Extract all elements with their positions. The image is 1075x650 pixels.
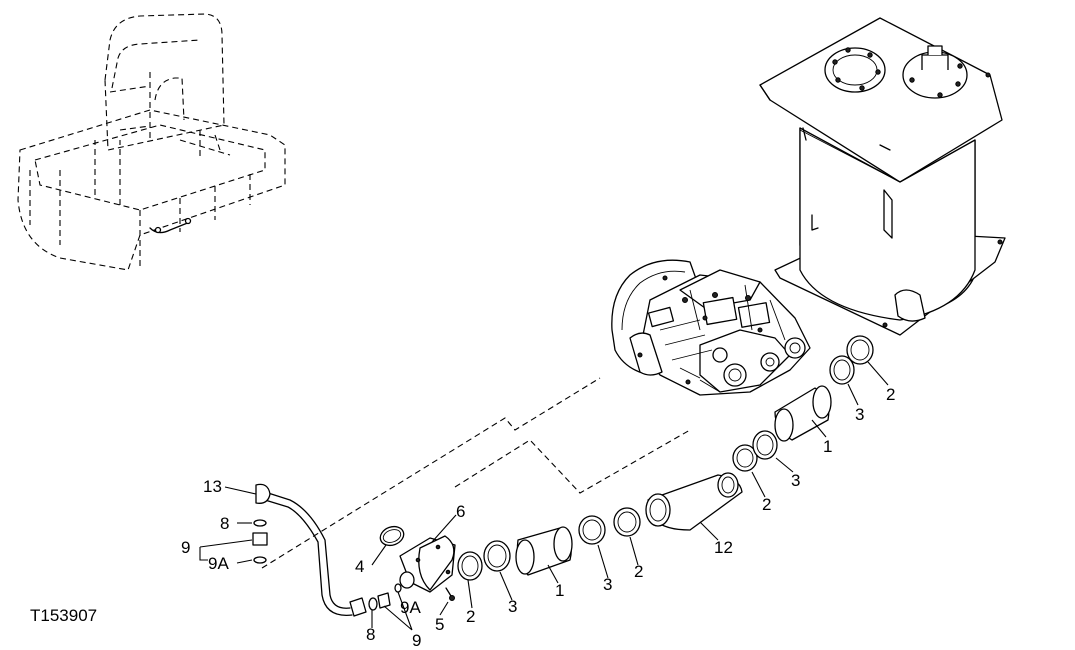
callout-2-b: 2 [634, 562, 643, 581]
excavator-locator-view [17, 13, 286, 271]
callout-1-a: 1 [555, 581, 564, 600]
callout-leaders [199, 361, 889, 631]
callout-4: 4 [355, 557, 364, 576]
callout-3-d: 3 [855, 405, 864, 424]
callout-3-c: 3 [791, 471, 800, 490]
callout-1-b: 1 [823, 437, 832, 456]
callout-2-a: 2 [466, 607, 475, 626]
callout-3-b: 3 [603, 575, 612, 594]
callout-2-c: 2 [762, 495, 771, 514]
callout-6: 6 [456, 502, 465, 521]
parts-suction-pipe-group [645, 335, 874, 531]
hydraulic-pump-assembly [611, 259, 811, 396]
callout-2-d: 2 [886, 385, 895, 404]
callout-5: 5 [435, 615, 444, 634]
parts-suction-flange-group [379, 507, 641, 601]
callout-labels: 13 8 9 9A 4 6 8 9A 9 5 2 3 1 3 2 12 2 3 … [181, 385, 895, 650]
callout-9-bottom: 9 [412, 631, 421, 650]
callout-8-bottom: 8 [366, 625, 375, 644]
callout-13: 13 [203, 477, 222, 496]
figure-id: T153907 [30, 606, 97, 625]
callout-9A-left: 9A [208, 554, 229, 573]
parts-left-hose-group [252, 483, 402, 617]
callout-9-left: 9 [181, 538, 190, 557]
callout-8-left: 8 [220, 514, 229, 533]
hydraulic-tank [759, 17, 1006, 336]
callout-3-a: 3 [508, 597, 517, 616]
callout-12: 12 [714, 538, 733, 557]
callout-9A-bottom: 9A [400, 598, 421, 617]
connection-leaders [261, 377, 691, 569]
